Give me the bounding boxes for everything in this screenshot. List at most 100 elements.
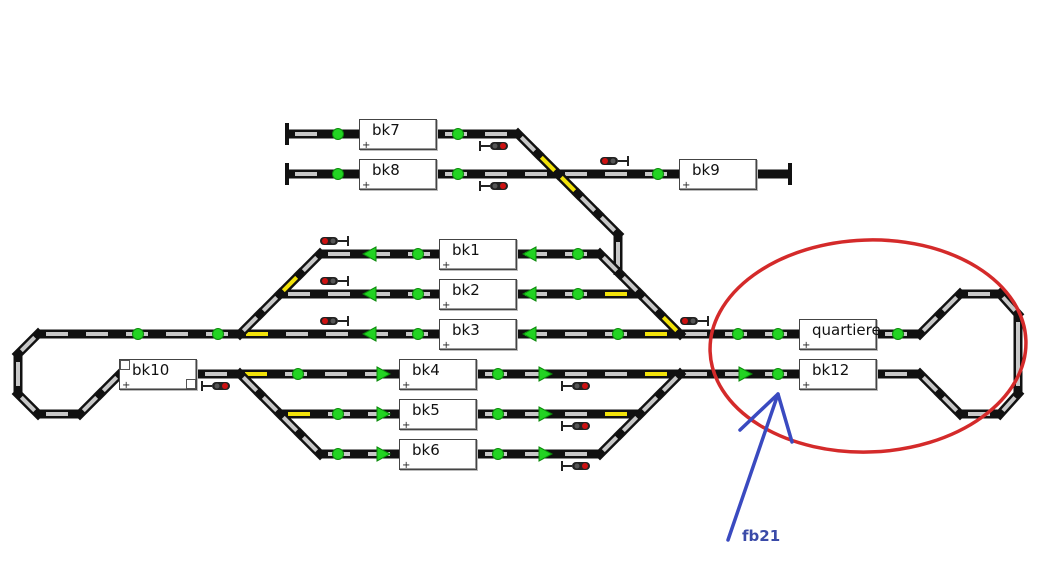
sensor-bk12-west[interactable] (772, 368, 784, 380)
block-bk5-plus: + (402, 420, 411, 431)
block-bk8[interactable]: bk8 + (359, 159, 437, 191)
signal-quartiere[interactable] (680, 316, 709, 326)
arrow-bk4-east (538, 366, 554, 382)
block-bk10-corner-br (186, 379, 196, 389)
signal-bk9[interactable] (600, 156, 629, 166)
block-bk9-label: bk9 (692, 161, 720, 179)
sensor-main-2[interactable] (212, 328, 224, 340)
arrow-bk2-west (361, 286, 377, 302)
sensor-bk1-east[interactable] (572, 248, 584, 260)
block-bk1[interactable]: bk1 + (439, 239, 517, 271)
loop-east-f-rail (1001, 395, 1017, 413)
sensor-bk6-west[interactable] (332, 448, 344, 460)
block-quartiere[interactable]: quartiere + (799, 319, 881, 351)
block-bk8-plus: + (362, 180, 371, 191)
sensor-bk1-west[interactable] (412, 248, 424, 260)
loop-east-h-rail (941, 395, 959, 413)
block-bk9-plus: + (682, 180, 691, 191)
block-bk1-plus: + (442, 260, 451, 271)
signal-bk1[interactable] (320, 236, 349, 246)
arrow-bk2-east (521, 286, 537, 302)
signal-bk6[interactable] (561, 461, 590, 471)
annotation-label: fb21 (742, 527, 781, 545)
sensor-quartiere-loop[interactable] (892, 328, 904, 340)
diag-east-up-b-rail (621, 275, 639, 293)
block-quartiere-plus: + (802, 340, 811, 351)
diag-west-down-b-rail (261, 395, 279, 413)
block-bk3[interactable]: bk3 + (439, 319, 517, 351)
diag-east-down-c-rail (641, 395, 659, 413)
sensor-bk9-west[interactable] (652, 168, 664, 180)
signal-bk8[interactable] (479, 181, 508, 191)
block-bk10-corner-tl (120, 360, 130, 370)
block-bk7[interactable]: bk7 + (359, 119, 437, 151)
signal-bk5[interactable] (561, 421, 590, 431)
block-bk2-label: bk2 (452, 281, 480, 299)
sensor-bk5-west[interactable] (332, 408, 344, 420)
sensor-bk5-east[interactable] (492, 408, 504, 420)
sensor-bk8-east[interactable] (452, 168, 464, 180)
annotation-ellipse (708, 238, 1028, 454)
sensor-bk7-west[interactable] (332, 128, 344, 140)
signal-bk10[interactable] (201, 381, 230, 391)
block-bk7-label: bk7 (372, 121, 400, 139)
block-quartiere-label: quartiere (812, 321, 881, 339)
sensor-quartiere-east[interactable] (772, 328, 784, 340)
loop-east-a-rail (921, 315, 939, 333)
sensor-bk2-east[interactable] (572, 288, 584, 300)
sensor-bk4-west[interactable] (292, 368, 304, 380)
signal-bk2[interactable] (320, 276, 349, 286)
sensor-bk6-east[interactable] (492, 448, 504, 460)
loop-west-e-rail (81, 395, 99, 413)
diag-east-up-a-rail (601, 255, 619, 273)
sensor-bk2-west[interactable] (412, 288, 424, 300)
block-bk9[interactable]: bk9 + (679, 159, 757, 191)
block-bk4[interactable]: bk4 + (399, 359, 477, 391)
block-bk1-label: bk1 (452, 241, 480, 259)
block-bk2[interactable]: bk2 + (439, 279, 517, 311)
diag-west-down-a-rail (241, 375, 259, 393)
diag-west-up-a-rail (241, 315, 259, 333)
loop-east-d-rail (1001, 295, 1017, 313)
annotation-arrow-shaft (726, 392, 780, 542)
arrow-bk6-west (376, 446, 392, 462)
diag-bk7-a-rail (519, 135, 537, 153)
block-bk12[interactable]: bk12 + (799, 359, 877, 391)
diag-west-up-d-rail (301, 255, 319, 273)
diag-junction-c-rail (599, 215, 617, 233)
diag-west-down-d-rail (301, 435, 319, 453)
loop-west-c-rail (19, 395, 37, 413)
sensor-quartiere-west[interactable] (732, 328, 744, 340)
arrow-bk5-west (376, 406, 392, 422)
signal-bk4[interactable] (561, 381, 590, 391)
sensor-main-1[interactable] (132, 328, 144, 340)
arrow-bk1-east (521, 246, 537, 262)
annotation-arrow-head (738, 392, 794, 444)
diag-east-down-d-rail (661, 375, 679, 393)
arrow-bk1-west (361, 246, 377, 262)
block-bk6-label: bk6 (412, 441, 440, 459)
diag-junction-b-rail (579, 195, 597, 213)
sensor-bk3-west[interactable] (412, 328, 424, 340)
loop-east-i-rail (921, 375, 939, 393)
signal-bk3[interactable] (320, 316, 349, 326)
sensor-bk3-east[interactable] (612, 328, 624, 340)
sensor-bk8-west[interactable] (332, 168, 344, 180)
block-bk2-plus: + (442, 300, 451, 311)
block-bk4-label: bk4 (412, 361, 440, 379)
block-bk5[interactable]: bk5 + (399, 399, 477, 431)
loop-west-f-rail (101, 375, 119, 393)
diag-east-down-b-rail (621, 415, 639, 433)
block-bk10[interactable]: bk10 + (119, 359, 197, 391)
sensor-bk7-east[interactable] (452, 128, 464, 140)
block-bk5-label: bk5 (412, 401, 440, 419)
diag-east-up-d-rail (661, 315, 679, 333)
arrow-bk6-east (538, 446, 554, 462)
sensor-bk4-east[interactable] (492, 368, 504, 380)
block-bk3-label: bk3 (452, 321, 480, 339)
block-bk6[interactable]: bk6 + (399, 439, 477, 471)
block-bk12-label: bk12 (812, 361, 850, 379)
signal-bk7[interactable] (479, 141, 508, 151)
